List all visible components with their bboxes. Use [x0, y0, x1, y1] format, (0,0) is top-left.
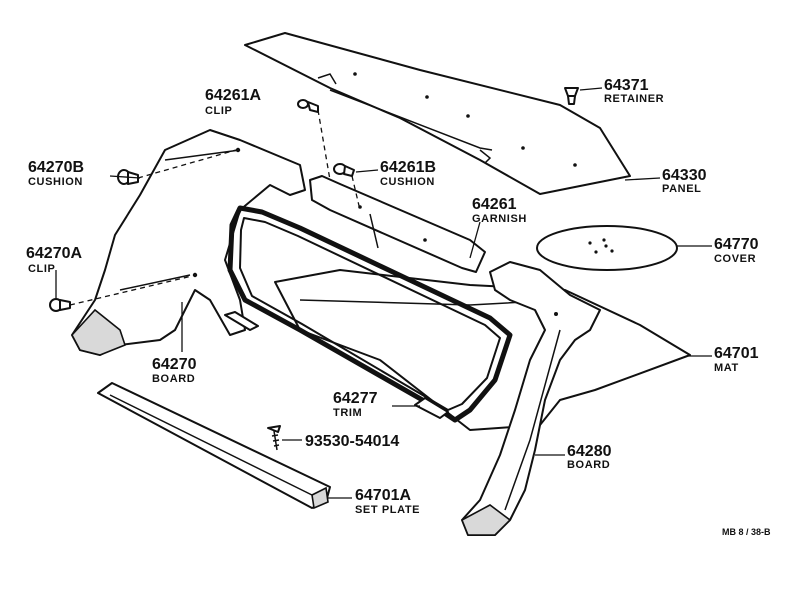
callout-64701: 64701 MAT — [714, 345, 759, 374]
svg-text:CLIP: CLIP — [205, 105, 232, 117]
svg-text:64701: 64701 — [714, 345, 759, 362]
panel-64330 — [244, 32, 631, 195]
callout-64330: 64330 PANEL — [662, 167, 707, 195]
svg-text:64270: 64270 — [152, 356, 197, 373]
svg-text:GARNISH: GARNISH — [472, 213, 527, 225]
svg-text:PANEL: PANEL — [662, 183, 701, 195]
svg-text:64270B: 64270B — [28, 159, 84, 176]
callout-64270: 64270 BOARD — [152, 356, 197, 385]
fastener-line-64270B — [137, 149, 237, 179]
drawing-reference: MB 8 / 38-B — [722, 527, 771, 537]
svg-text:COVER: COVER — [714, 253, 756, 265]
callout-64261: 64261 GARNISH — [472, 196, 527, 225]
svg-text:64277: 64277 — [333, 390, 378, 407]
callout-64280: 64280 BOARD — [567, 443, 612, 471]
svg-text:64770: 64770 — [714, 236, 759, 253]
svg-text:BOARD: BOARD — [567, 459, 610, 471]
callout-64277: 64277 TRIM — [333, 390, 378, 419]
svg-text:64270A: 64270A — [26, 245, 82, 262]
callout-64701A: 64701A SET PLATE — [355, 487, 420, 516]
svg-text:BOARD: BOARD — [152, 373, 195, 385]
callout-93530-54014: 93530-54014 — [305, 433, 399, 450]
callout-64261B: 64261B CUSHION — [380, 159, 436, 188]
clip-64261A-icon — [297, 99, 319, 113]
fastener-line-64270A — [69, 275, 193, 306]
callout-64270B: 64270B CUSHION — [28, 159, 84, 188]
svg-text:64261A: 64261A — [205, 87, 261, 104]
retainer-64371-icon — [564, 87, 579, 105]
callout-64270A: 64270A CLIP — [26, 245, 82, 275]
svg-text:64371: 64371 — [604, 77, 649, 94]
fastener-line-64261B — [351, 175, 361, 211]
svg-text:CLIP: CLIP — [28, 263, 55, 275]
fastener-line-64261A — [317, 109, 331, 181]
svg-text:TRIM: TRIM — [333, 407, 362, 419]
garnish-64261 — [309, 175, 486, 273]
svg-text:MAT: MAT — [714, 362, 739, 374]
svg-text:SET PLATE: SET PLATE — [355, 504, 420, 516]
svg-text:93530-54014: 93530-54014 — [305, 433, 399, 450]
svg-text:CUSHION: CUSHION — [28, 176, 83, 188]
svg-text:64330: 64330 — [662, 167, 707, 184]
screw-93530-54014-icon — [267, 425, 281, 451]
svg-text:64261: 64261 — [472, 196, 517, 213]
svg-text:64701A: 64701A — [355, 487, 411, 504]
callout-64371: 64371 RETAINER — [604, 77, 664, 105]
clip-64270A-icon — [49, 298, 71, 312]
svg-text:64280: 64280 — [567, 443, 612, 460]
svg-text:64261B: 64261B — [380, 159, 436, 176]
cover-64770 — [536, 225, 678, 271]
callout-64261A: 64261A CLIP — [205, 87, 261, 117]
left-board-64270 — [71, 129, 306, 356]
callout-64770: 64770 COVER — [714, 236, 759, 265]
trim-64277 — [224, 205, 513, 423]
set-plate-64701A — [97, 382, 331, 510]
svg-text:CUSHION: CUSHION — [380, 176, 435, 188]
svg-text:RETAINER: RETAINER — [604, 93, 664, 105]
cushion-64261B-icon — [333, 163, 355, 177]
right-board-64280 — [460, 261, 601, 536]
